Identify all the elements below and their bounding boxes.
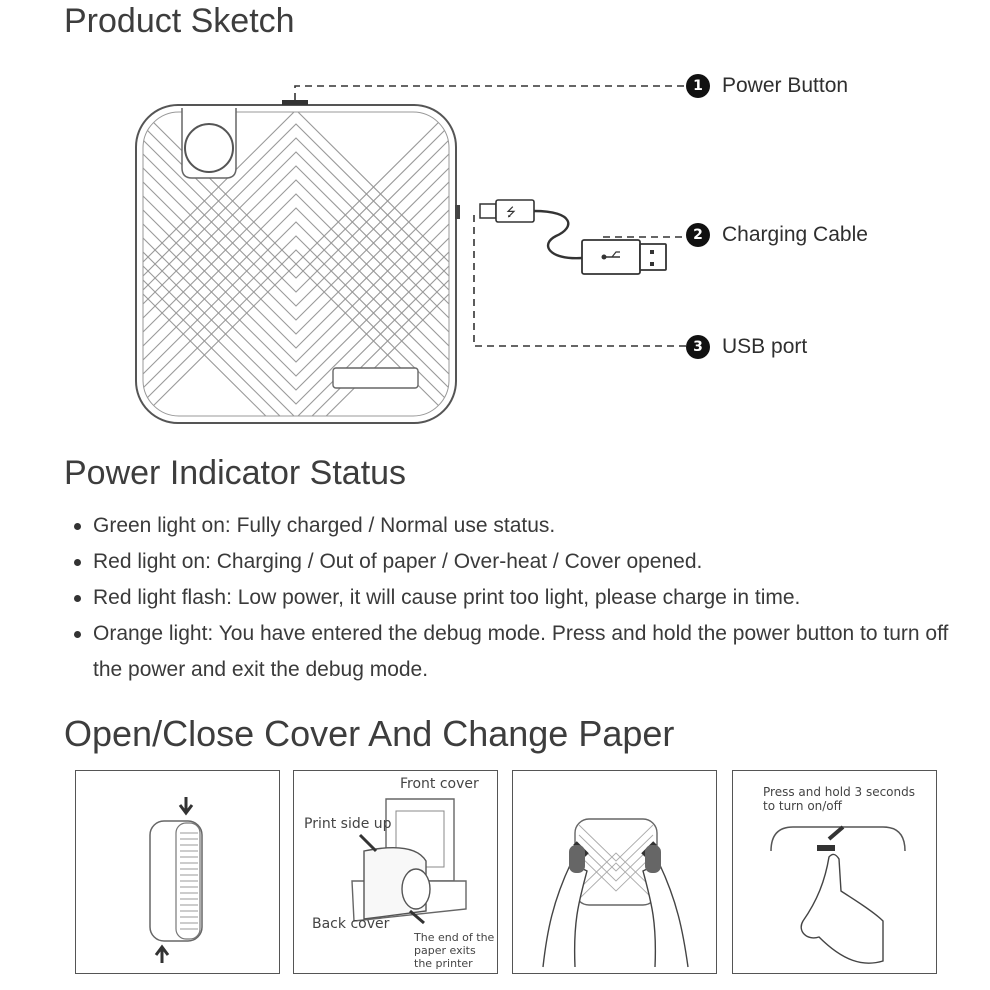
back-cover-label: Back cover [312,916,390,932]
printer-body [135,100,460,424]
power-button-part [282,100,308,105]
list-item: Orange light: You have entered the debug… [72,616,952,688]
legend-label: Charging Cable [722,223,868,246]
arrow-icon [827,825,845,841]
svg-text:⭍: ⭍ [506,205,516,219]
list-item: Red light flash: Low power, it will caus… [72,580,952,616]
panel-side-view [75,770,280,974]
leader-lines [294,85,688,347]
arrow-up-icon [154,944,170,963]
number-badge: 2 [686,223,710,247]
panel-hands-opening [512,770,717,974]
list-item: Red light on: Charging / Out of paper / … [72,544,952,580]
power-status-list: Green light on: Fully charged / Normal u… [72,508,952,688]
press-hold-illustration [770,825,906,964]
paper-exit-caption: The end of the paper exits the printer [414,931,495,970]
arrow-icon [409,909,425,925]
press-hold-caption: Press and hold 3 seconds to turn on/off [763,785,915,813]
bullet-icon [74,559,81,566]
legend-charging-cable: 2 Charging Cable [686,223,868,247]
power-button-part [817,845,835,851]
finger-icon [800,853,884,964]
legend-usb-port: 3 USB port [686,335,807,359]
lens-circle [184,123,234,173]
front-cover-label: Front cover [400,776,479,792]
usb-port-part [455,205,460,219]
hands-holding-illustration [542,818,689,968]
charging-cable-illustration: ⭍ [479,199,667,275]
arrow-icon [358,833,378,853]
power-indicator-heading: Power Indicator Status [64,454,407,492]
bullet-icon [74,631,81,638]
side-view-illustration [149,797,203,963]
arrow-down-icon [178,797,194,816]
legend-label: Power Button [722,74,849,97]
cover-paper-heading: Open/Close Cover And Change Paper [64,713,675,754]
list-item: Green light on: Fully charged / Normal u… [72,508,952,544]
panel-press-hold: Press and hold 3 seconds to turn on/off [732,770,937,974]
open-cover-illustration [351,798,467,925]
bullet-icon [74,595,81,602]
bullet-icon [74,523,81,530]
product-sketch-heading: Product Sketch [64,2,295,40]
number-badge: 1 [686,74,710,98]
legend-label: USB port [722,335,808,358]
legend-power-button: 1 Power Button [686,74,848,98]
number-badge: 3 [686,335,710,359]
panel-open-cover: Front cover Print side up Back cover The… [293,770,498,974]
printer-sketch-illustration: ⭍ [135,85,688,424]
chevron-pattern [143,112,449,416]
label-plate [332,367,419,389]
print-side-up-label: Print side up [304,816,392,832]
